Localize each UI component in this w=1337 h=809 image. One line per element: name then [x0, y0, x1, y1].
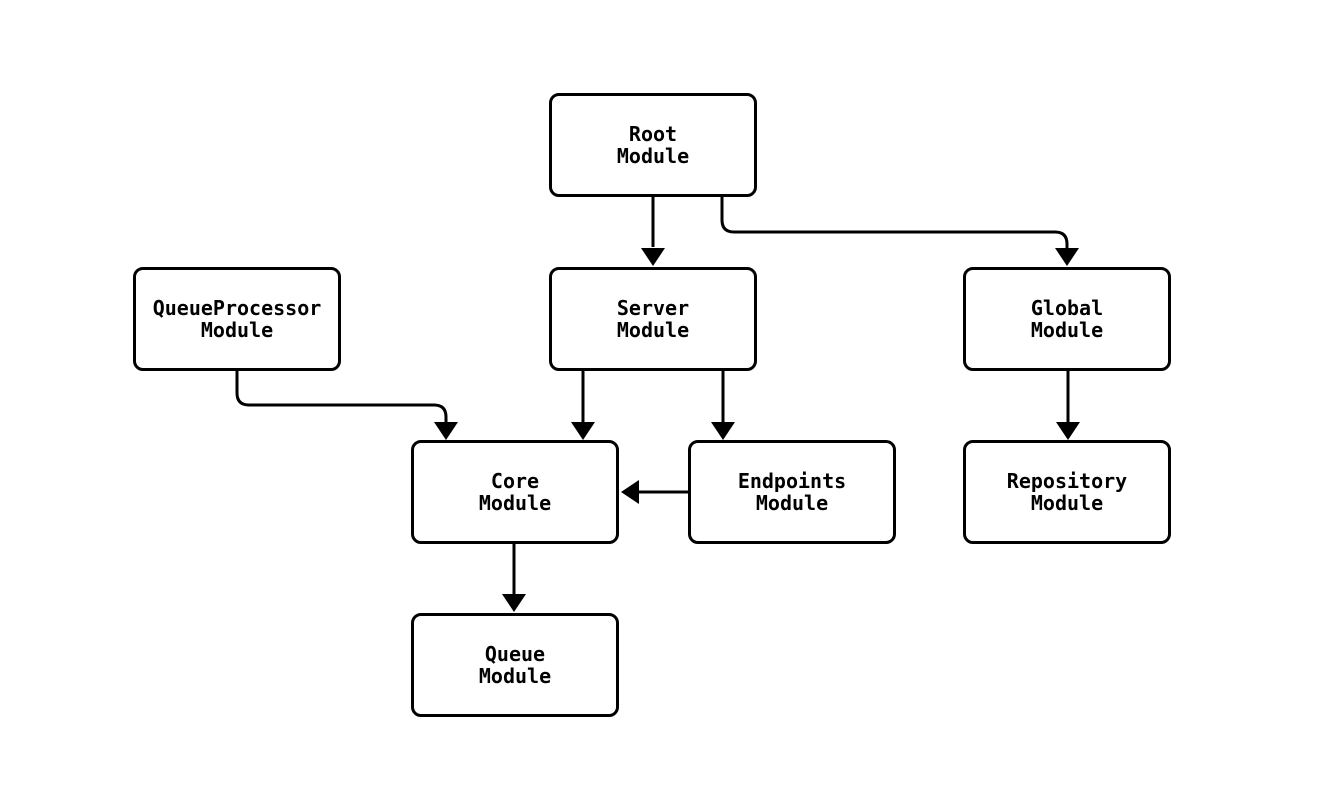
arrowhead-icon: [502, 594, 526, 612]
node-repository-module: Repository Module: [963, 440, 1171, 544]
arrowhead-icon: [571, 422, 595, 440]
edge-global-to-repository: [1056, 371, 1080, 440]
node-root-module: Root Module: [549, 93, 757, 197]
edge-endpoints-to-core: [621, 480, 688, 504]
node-queue-module: Queue Module: [411, 613, 619, 717]
node-queueprocessor-module: QueueProcessor Module: [133, 267, 341, 371]
edge-server-to-core: [571, 371, 595, 440]
edge-core-to-queue: [502, 544, 526, 612]
node-queue-module-label: Queue Module: [478, 641, 552, 688]
arrowhead-icon: [1056, 422, 1080, 440]
node-global-module: Global Module: [963, 267, 1171, 371]
arrowhead-icon: [621, 480, 639, 504]
arrowhead-icon: [711, 422, 735, 440]
arrowhead-icon: [434, 422, 458, 440]
node-endpoints-module-label: Endpoints Module: [737, 468, 847, 515]
node-root-module-label: Root Module: [616, 121, 690, 168]
arrowhead-icon: [1055, 248, 1079, 266]
arrowhead-icon: [641, 248, 665, 266]
node-global-module-label: Global Module: [1030, 295, 1104, 342]
edge-root-to-server: [641, 197, 665, 266]
node-server-module-label: Server Module: [616, 295, 690, 342]
node-queueprocessor-module-label: QueueProcessor Module: [152, 295, 322, 342]
edge-line: [235, 371, 448, 422]
edge-root-to-global: [720, 197, 1079, 266]
node-core-module: Core Module: [411, 440, 619, 544]
edge-line: [720, 197, 1069, 248]
node-core-module-label: Core Module: [478, 468, 552, 515]
node-endpoints-module: Endpoints Module: [688, 440, 896, 544]
node-server-module: Server Module: [549, 267, 757, 371]
edge-queueprocessor-to-core: [235, 371, 458, 440]
edge-server-to-endpoints: [711, 371, 735, 440]
node-repository-module-label: Repository Module: [1006, 468, 1128, 515]
